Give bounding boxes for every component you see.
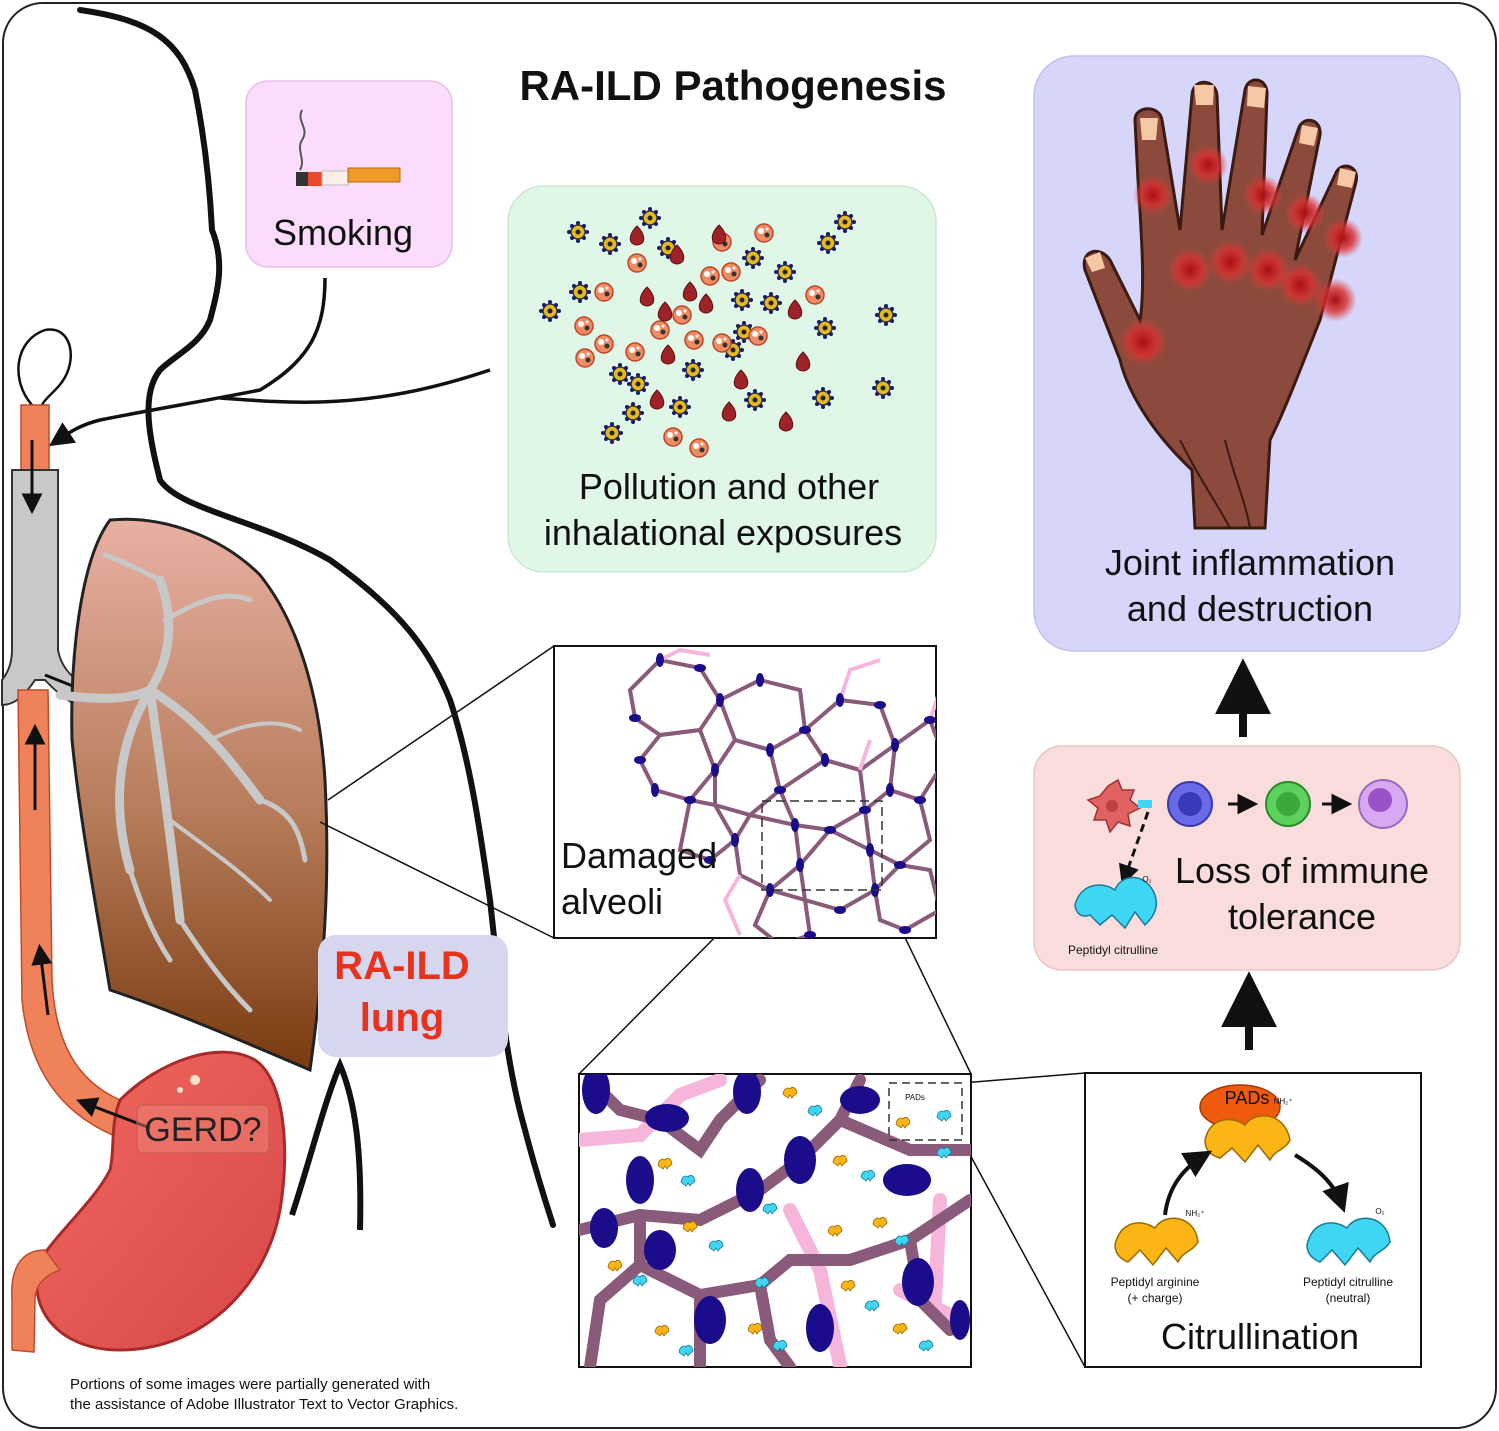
lung [70,517,329,1073]
trachea-loop [17,328,72,406]
pollution-label-line1: Pollution and other [579,466,879,507]
pollution-flow-line [219,368,491,404]
zoom-line-cit-bottom [961,1139,1086,1368]
esophagus-upper [20,404,50,476]
gerd-label-box [136,1104,270,1154]
footnote-line1: Portions of some images were partially g… [70,1376,430,1393]
zoom-line-lung-bottom [319,821,555,939]
inflamed-hand-illustration [1082,78,1363,530]
stomach [35,1050,287,1352]
bronchial-tree [55,552,308,1013]
cigarette-icon [296,109,401,186]
gerd-label: GERD? [144,1111,261,1149]
immune-label-line1: Loss of immune [1175,850,1429,891]
zoom-line-lung-top [327,645,555,801]
cit-nh2-label: NH₂⁺ [1186,1209,1205,1218]
cit-arginine-line1: Peptidyl arginine [1111,1275,1200,1289]
alveoli-zoom-region [761,800,883,891]
airway-lines [289,1057,364,1231]
duodenum [11,1249,62,1353]
citrullination-title: Citrullination [1161,1316,1359,1357]
smoke-flow-line [48,277,327,447]
alveoli-network [627,647,936,938]
cit-enzyme-label: PADs [1225,1088,1270,1108]
zoom-network [579,1074,971,1367]
cit-citrulline-line1: Peptidyl citrulline [1303,1275,1393,1289]
zoom-enzyme-label: PADs [905,1093,925,1102]
pollution-label-line2: inhalational exposures [544,512,902,553]
footnote-line2: the assistance of Adobe Illustrator Text… [70,1396,458,1413]
joint-label-line1: Joint inflammation [1105,542,1395,583]
cit-enzyme-nh2: NH₂⁺ [1274,1097,1293,1106]
cit-arginine-line2: (+ charge) [1127,1291,1182,1305]
zoom-line-cit-top [961,1072,1086,1084]
immune-label-line2: tolerance [1228,896,1376,937]
lung-label-box [318,935,508,1057]
lung-label-line1: RA-ILD [334,944,470,988]
reflux-arrow-2 [31,943,53,1016]
immune-o2-label: O₂ [1142,875,1151,884]
cit-o2-label: O₂ [1375,1207,1384,1216]
citrullination-reaction [1114,1084,1391,1267]
gerd-arrow [76,1097,151,1130]
joint-label-line2: and destruction [1127,588,1373,629]
lung-label-line2: lung [360,996,444,1040]
page-title: RA-ILD Pathogenesis [519,62,946,109]
cit-citrulline-line2: (neutral) [1326,1291,1371,1305]
alveoli-label-line2: alveoli [561,881,663,922]
alveoli-label-line1: Damaged [561,835,717,876]
antigen-presentation-icons [1074,778,1408,930]
pollution-box [507,185,937,573]
immune-substrate-label: Peptidyl citrulline [1068,943,1158,957]
smoking-label: Smoking [273,212,413,253]
